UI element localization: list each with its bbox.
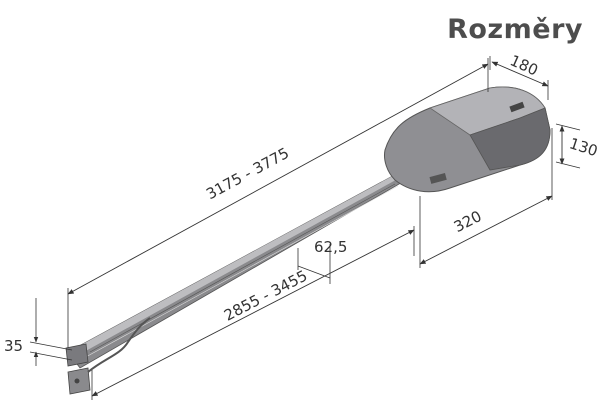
rail-offset-label: 62,5 xyxy=(314,238,347,256)
wall-bracket xyxy=(65,343,91,395)
overall-length-label: 3175 - 3775 xyxy=(203,144,292,203)
motor-width-label: 180 xyxy=(507,51,540,79)
motor-height-label: 130 xyxy=(567,134,597,160)
page-title: Rozměry xyxy=(447,14,583,45)
motor-depth-label: 320 xyxy=(451,207,485,236)
motor-unit xyxy=(384,86,551,193)
rail-height-label: 35 xyxy=(4,337,23,355)
